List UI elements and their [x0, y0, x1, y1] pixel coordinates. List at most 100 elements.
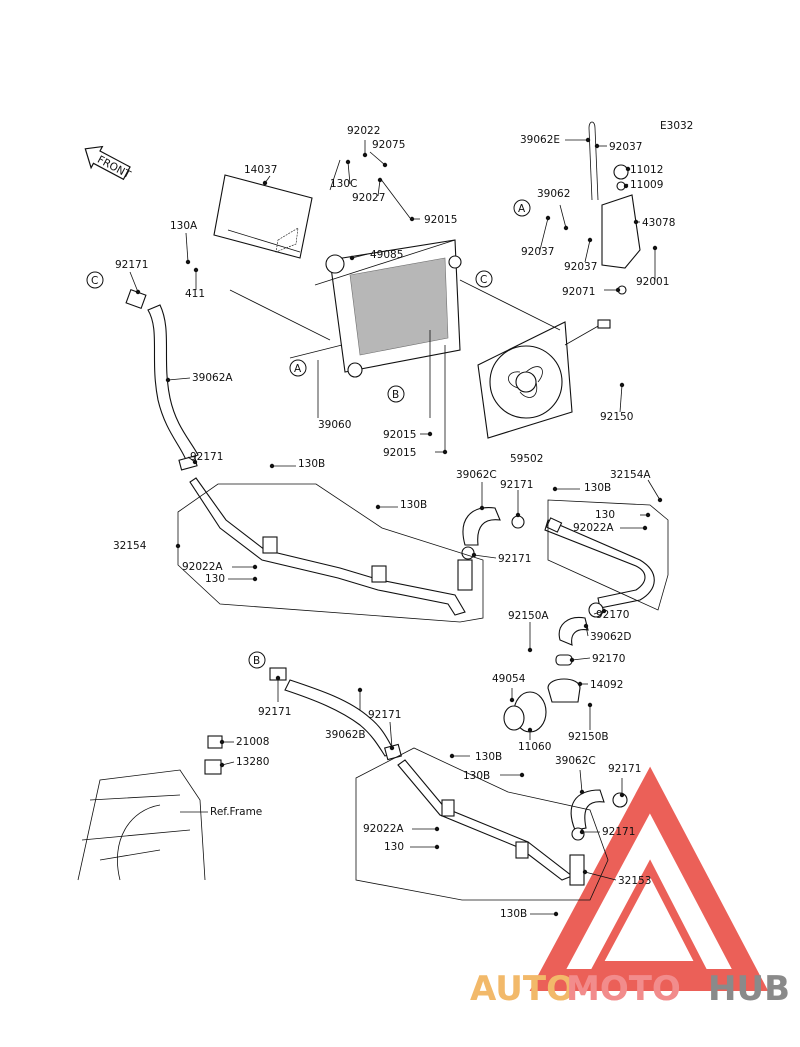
fastener-dot: [579, 829, 585, 835]
part-number-label: 92037: [564, 261, 597, 273]
fastener-dot: [382, 162, 388, 168]
part-number-label: 43078: [642, 217, 675, 229]
part-number-label: 92171: [500, 479, 533, 491]
fastener-dot: [527, 647, 533, 653]
pipe-32154: [189, 477, 473, 616]
part-number-label: 32154A: [610, 469, 651, 481]
part-number-label: 11012: [630, 164, 663, 176]
part-number-label: 11009: [630, 179, 663, 191]
part-number-label: 92022A: [182, 561, 223, 573]
radiator-screen: [213, 174, 313, 259]
watermark-logo: [529, 766, 769, 991]
group-outlines: [177, 159, 669, 901]
part-number-label: 130: [384, 841, 404, 853]
part-number-label: 130C: [330, 178, 357, 190]
part-number-label: 14092: [590, 679, 623, 691]
fastener-dot: [553, 911, 559, 917]
fastener-dot: [601, 608, 607, 614]
svg-text:B: B: [253, 655, 260, 667]
part-number-label: 92171: [608, 763, 641, 775]
fastener-dot: [349, 255, 355, 261]
pipe-32153: [397, 759, 585, 886]
fastener-dot: [587, 702, 593, 708]
fastener-dot: [389, 745, 395, 751]
leader-line: [584, 871, 617, 881]
part-number-label: 39062C: [456, 469, 497, 481]
part-number-label: 92171: [602, 826, 635, 838]
fastener-dot: [427, 431, 433, 437]
fastener-dot: [269, 463, 275, 469]
fastener-dot: [587, 237, 593, 243]
part-number-label: 92150: [600, 411, 633, 423]
fastener-dot: [135, 289, 141, 295]
part-number-label: 14037: [244, 164, 277, 176]
fastener-dot: [345, 159, 351, 165]
part-number-label: 92171: [498, 553, 531, 565]
part-number-label: 92022A: [573, 522, 614, 534]
part-number-label: 39062: [537, 188, 570, 200]
fastener-dot: [275, 675, 281, 681]
svg-text:A: A: [294, 363, 302, 375]
fastener-dot: [657, 497, 663, 503]
part-number-label: 32154: [113, 540, 147, 552]
fastener-dot: [583, 623, 589, 629]
part-number-label: 92015: [383, 429, 416, 441]
ref-markers: A A B B C C: [86, 199, 531, 669]
part-number-label: 130B: [475, 751, 502, 763]
part-number-label: 32153: [618, 875, 651, 887]
part-number-label: 39062B: [325, 729, 366, 741]
part-number-label: 92150B: [568, 731, 609, 743]
fastener-dot: [619, 382, 625, 388]
fastener-dot: [262, 180, 268, 186]
fastener-dot: [449, 753, 455, 759]
fastener-dot: [509, 697, 515, 703]
part-number-label: 92022A: [363, 823, 404, 835]
fastener-dot: [619, 792, 625, 798]
frame-reference: [77, 735, 223, 881]
fastener-dot: [185, 259, 191, 265]
part-number-label: 21008: [236, 736, 269, 748]
fastener-dot: [252, 564, 258, 570]
fastener-dot: [545, 215, 551, 221]
fastener-dot: [175, 543, 181, 549]
fastener-dot: [552, 486, 558, 492]
part-number-label: 39062E: [520, 134, 560, 146]
fastener-dot: [434, 844, 440, 850]
part-number-label: 130B: [400, 499, 427, 511]
part-number-label: 130B: [463, 770, 490, 782]
hose-39062c-upper: [461, 507, 525, 560]
svg-text:A: A: [518, 203, 526, 215]
thermostat-assembly: [503, 616, 589, 733]
part-number-label: 39062A: [192, 372, 233, 384]
part-number-label: 130B: [500, 908, 527, 920]
part-number-label: 92170: [592, 653, 625, 665]
leader-line: [619, 384, 623, 413]
fastener-dot: [623, 183, 629, 189]
fastener-dot: [625, 166, 631, 172]
svg-text:MOTO: MOTO: [566, 969, 681, 1009]
fastener-dot: [519, 772, 525, 778]
part-number-label: 92150A: [508, 610, 549, 622]
part-number-label: 39060: [318, 419, 351, 431]
fastener-dot: [577, 681, 583, 687]
part-number-label: 92015: [383, 447, 416, 459]
fastener-dot: [527, 727, 533, 733]
leader-line: [369, 151, 386, 166]
svg-text:AUTO: AUTO: [470, 969, 575, 1009]
diagram-code: E3032: [660, 120, 693, 132]
part-number-label: 92071: [562, 286, 595, 298]
part-number-label: 92171: [258, 706, 291, 718]
leader-line: [584, 239, 591, 263]
fastener-dot: [377, 177, 383, 183]
pipe-32154a: [544, 517, 655, 618]
radiator-fan: [477, 319, 611, 439]
part-number-label: 49054: [492, 673, 526, 685]
fastener-dot: [652, 245, 658, 251]
part-number-label: 92015: [424, 214, 457, 226]
part-number-label: 92037: [521, 246, 554, 258]
part-number-label: 39062D: [590, 631, 632, 643]
part-number-label: 92170: [596, 609, 629, 621]
leader-line: [129, 271, 139, 293]
upper-hose: [125, 288, 199, 471]
